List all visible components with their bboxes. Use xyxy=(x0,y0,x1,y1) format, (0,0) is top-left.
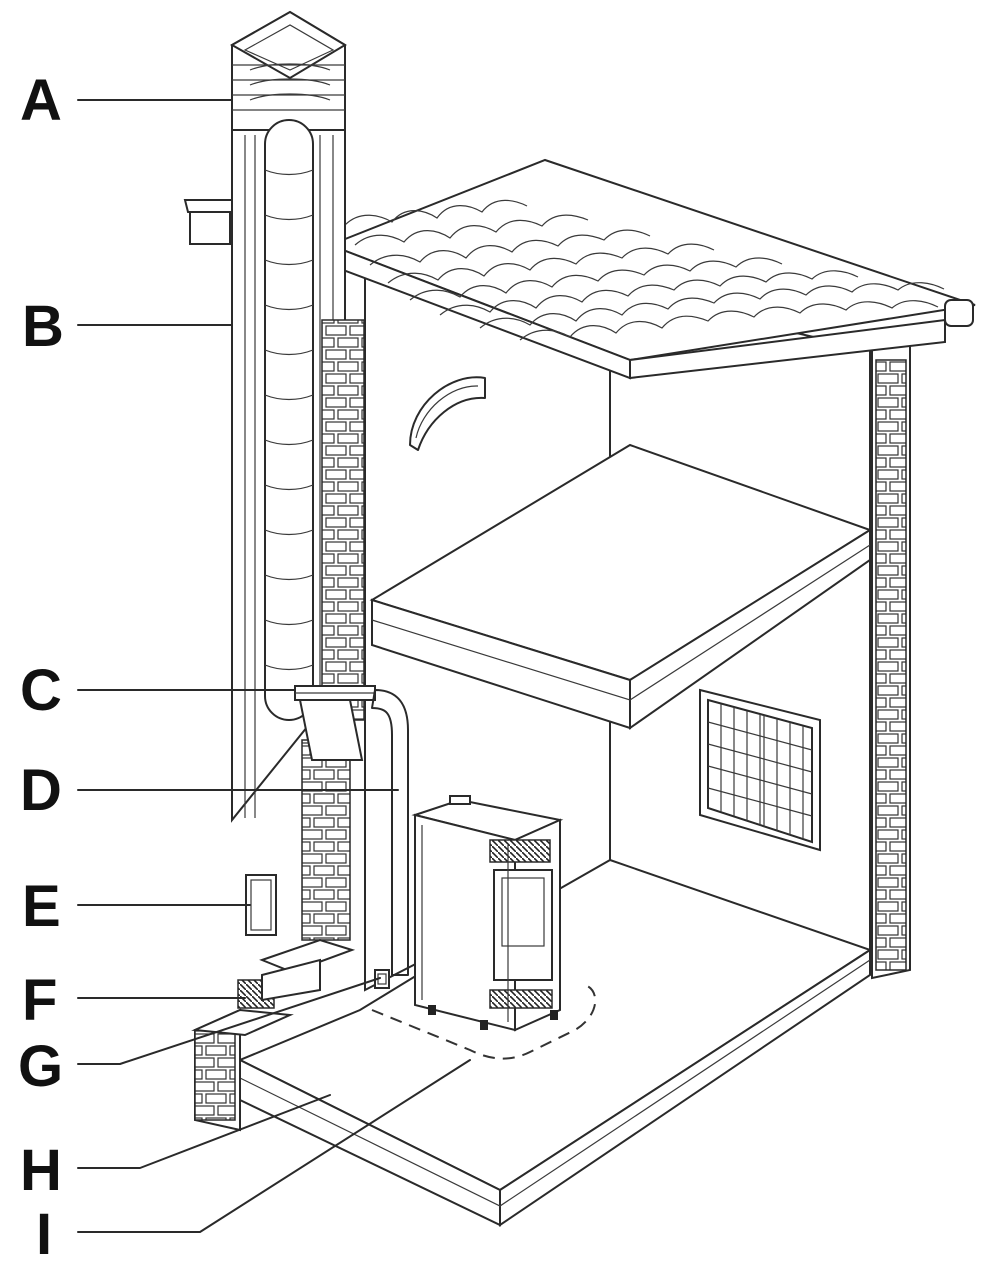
label-a: A xyxy=(20,68,62,133)
window xyxy=(699,688,821,852)
label-i: I xyxy=(36,1202,52,1265)
flue-connector-pipe xyxy=(294,685,409,976)
label-g: G xyxy=(18,1034,63,1099)
right-brick-pillar xyxy=(871,344,911,980)
leader-lines xyxy=(77,99,471,1233)
soot-collector xyxy=(237,938,356,1009)
label-h: H xyxy=(20,1138,62,1203)
first-floor-slab xyxy=(369,443,873,730)
floor-clearance-outline xyxy=(371,984,597,1060)
tiled-roof xyxy=(327,158,976,380)
flue-liner xyxy=(264,119,314,721)
air-inlet xyxy=(374,969,390,989)
label-f: F xyxy=(22,968,57,1033)
gutter xyxy=(183,199,240,245)
label-d: D xyxy=(20,758,62,823)
chimney-cap xyxy=(229,10,347,131)
pellet-stove xyxy=(411,795,564,1032)
label-e: E xyxy=(22,874,61,939)
label-b: B xyxy=(22,294,64,359)
label-c: C xyxy=(20,658,62,723)
arched-window xyxy=(409,376,486,451)
